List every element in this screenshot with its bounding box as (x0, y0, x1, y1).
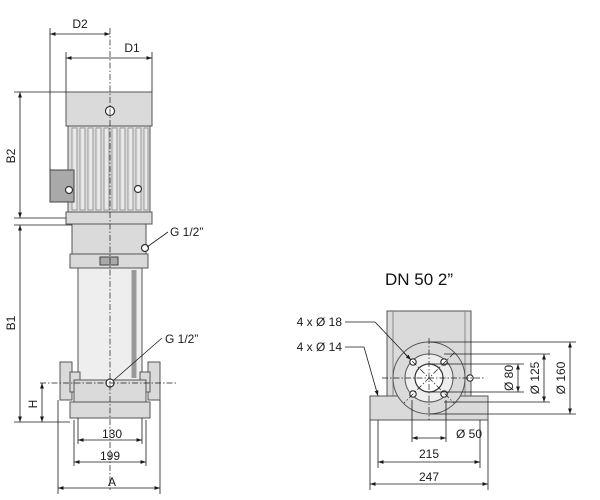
pump-front-view: D2 D1 B2 B1 H 130 199 A G 1/2” G 1/2 (4, 17, 203, 494)
flange-detail-view: DN 50 2” 4 x Ø 18 4 x Ø 14 (297, 270, 576, 490)
dim-b2-label: B2 (4, 148, 18, 163)
holes-18-label: 4 x Ø 18 (297, 315, 343, 329)
g-upper-label: G 1/2” (170, 225, 203, 239)
dim-247-label: 247 (419, 470, 439, 484)
dim-d1-label: D1 (124, 41, 140, 55)
pump-head (71, 223, 147, 255)
dim-199-label: 199 (100, 449, 120, 463)
dim-d125-label: Ø 125 (528, 361, 542, 394)
terminal-box (49, 169, 75, 203)
dim-d2-label: D2 (72, 17, 88, 31)
holes-18-leader (374, 321, 412, 361)
nameplate (99, 256, 119, 266)
holes-14-leader (363, 346, 379, 397)
g-lower-label: G 1/2” (165, 332, 198, 346)
dim-d80-label: Ø 80 (502, 365, 516, 391)
holes-14-label: 4 x Ø 14 (297, 340, 343, 354)
flange-view-title: DN 50 2” (385, 270, 453, 289)
dim-d160-label: Ø 160 (554, 361, 568, 394)
flange-hole-ne (440, 358, 448, 366)
g-upper-leader (146, 231, 169, 248)
dim-215-label: 215 (419, 447, 439, 461)
motor-side-screw (133, 184, 143, 194)
g-lower-leader (113, 337, 163, 381)
dim-b1-label: B1 (4, 315, 18, 330)
dim-a-label: A (108, 475, 116, 489)
dim-d50-label: Ø 50 (456, 427, 482, 441)
motor-fins (71, 127, 149, 211)
dim-130-label: 130 (102, 427, 122, 441)
vent-plug (140, 243, 150, 253)
terminal-box-screw (64, 185, 74, 195)
dim-h-label: H (26, 400, 40, 409)
motor-base-flange (65, 211, 153, 225)
